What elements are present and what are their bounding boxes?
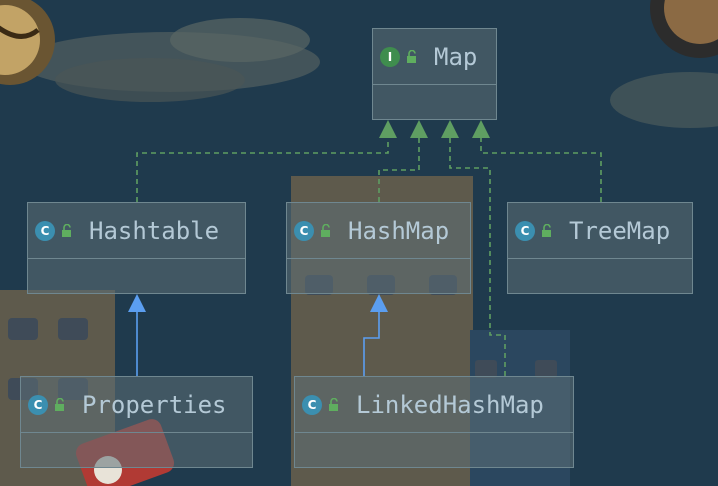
- class-icon: C: [302, 394, 322, 415]
- node-title: LinkedHashMap: [356, 390, 544, 419]
- class-icon: C: [28, 394, 48, 415]
- node-members: [21, 433, 252, 467]
- node-members: [287, 259, 470, 293]
- node-title: Hashtable: [89, 216, 220, 245]
- class-icon: C: [35, 220, 55, 241]
- unlock-icon: [62, 223, 71, 237]
- class-icon: C: [294, 220, 314, 241]
- properties-class-node[interactable]: C Properties: [20, 376, 253, 468]
- node-members: [28, 259, 245, 293]
- unlock-icon: [321, 223, 330, 237]
- unlock-icon: [542, 223, 551, 237]
- hashmap-class-node[interactable]: C HashMap: [286, 202, 471, 294]
- linkedhashmap-class-node[interactable]: C LinkedHashMap: [294, 376, 574, 468]
- class-icon: C: [515, 220, 535, 241]
- map-interface-node[interactable]: I Map: [372, 28, 497, 120]
- unlock-icon: [55, 397, 64, 411]
- node-title: HashMap: [348, 216, 450, 245]
- node-members: [373, 85, 496, 119]
- treemap-class-node[interactable]: C TreeMap: [507, 202, 693, 294]
- node-members: [295, 433, 573, 467]
- unlock-icon: [329, 397, 338, 411]
- node-title: Properties: [82, 390, 227, 419]
- node-title: Map: [434, 42, 478, 71]
- node-members: [508, 259, 692, 293]
- interface-icon: I: [380, 46, 400, 67]
- hashtable-class-node[interactable]: C Hashtable: [27, 202, 246, 294]
- unlock-icon: [407, 49, 416, 63]
- node-title: TreeMap: [569, 216, 671, 245]
